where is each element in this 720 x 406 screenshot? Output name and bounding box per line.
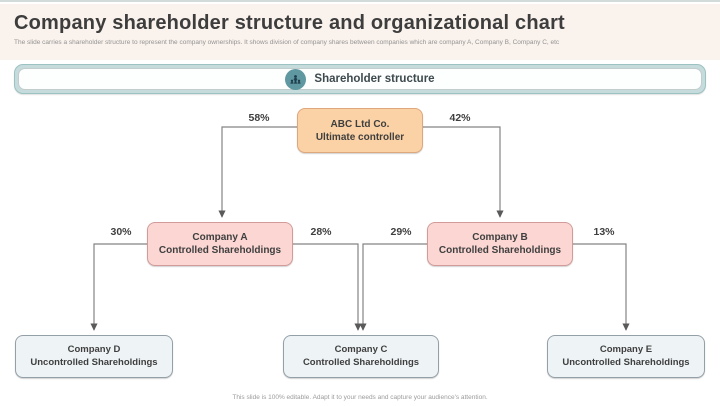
node-line1: Company E <box>599 344 653 356</box>
connector-companyA-companyD <box>90 243 147 331</box>
slide-header: Company shareholder structure and organi… <box>0 4 720 60</box>
connector-root-companyB <box>423 126 504 218</box>
node-line1: ABC Ltd Co. <box>330 118 390 130</box>
edge-label-29: 29% <box>390 226 412 238</box>
node-line2: Controlled Shareholdings <box>438 245 562 256</box>
edge-label-28: 28% <box>310 226 332 238</box>
node-line1: Company C <box>334 344 388 356</box>
node-company-b[interactable]: Company B Controlled Shareholdings <box>427 222 573 266</box>
node-line1: Company B <box>472 232 528 243</box>
node-company-c[interactable]: Company C Controlled Shareholdings <box>283 335 439 378</box>
connector-companyB-companyE <box>573 243 630 331</box>
node-company-e[interactable]: Company E Uncontrolled Shareholdings <box>547 335 705 378</box>
node-line2: Controlled Shareholdings <box>158 245 282 256</box>
node-line2: Uncontrolled Shareholdings <box>562 356 690 368</box>
footer-note: This slide is 100% editable. Adapt it to… <box>232 394 488 401</box>
node-line2: Controlled Shareholdings <box>302 356 420 368</box>
edge-label-30: 30% <box>110 226 132 238</box>
connector-companyA-companyC <box>293 243 362 331</box>
node-line2: Uncontrolled Shareholdings <box>30 356 158 368</box>
node-company-d[interactable]: Company D Uncontrolled Shareholdings <box>15 335 173 378</box>
node-company-a[interactable]: Company A Controlled Shareholdings <box>147 222 293 266</box>
edge-label-42: 42% <box>449 112 471 124</box>
page-title: Company shareholder structure and organi… <box>14 12 565 34</box>
shareholder-structure-banner[interactable]: Shareholder structure <box>14 64 706 94</box>
people-group-icon <box>285 68 307 90</box>
banner-inner: Shareholder structure <box>18 68 702 90</box>
node-line1: Company D <box>67 344 121 356</box>
node-abc-ltd-ultimate-controller[interactable]: ABC Ltd Co. Ultimate controller <box>297 108 423 153</box>
node-line1: Company A <box>192 232 248 243</box>
node-line2: Ultimate controller <box>315 131 405 143</box>
slide-description: The slide carries a shareholder structur… <box>14 39 560 46</box>
edge-label-58: 58% <box>248 112 270 124</box>
edge-label-13: 13% <box>593 226 615 238</box>
banner-label: Shareholder structure <box>314 73 435 85</box>
connector-root-companyA <box>218 126 297 218</box>
connector-companyB-companyC <box>359 243 427 331</box>
